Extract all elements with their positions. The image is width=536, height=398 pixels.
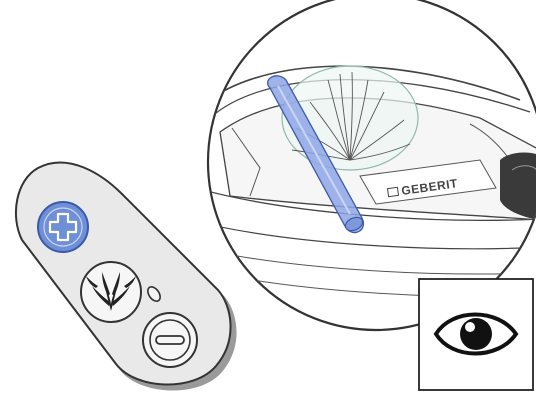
spray-button[interactable] [81, 262, 141, 322]
minus-button[interactable] [143, 313, 197, 367]
eye-icon [436, 315, 516, 354]
remote-control [16, 162, 237, 390]
plus-button[interactable] [38, 202, 88, 252]
eye-callout [419, 279, 533, 390]
